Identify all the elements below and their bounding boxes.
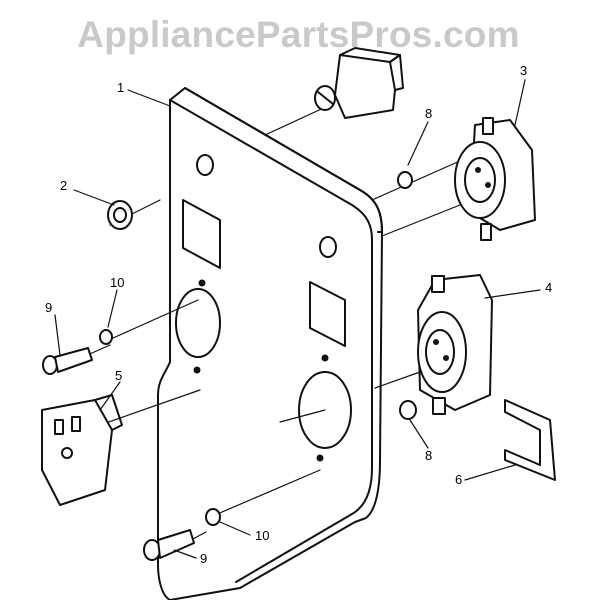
callout-8-bottom: 8	[425, 448, 432, 463]
washer-part-8-bottom	[399, 400, 417, 420]
callout-9-bottom: 9	[200, 551, 207, 566]
knob-part-2	[107, 200, 133, 230]
receptacle-part-3	[454, 117, 536, 241]
washer-part-10-bottom	[205, 508, 221, 526]
callout-leaders	[54, 79, 541, 559]
callout-2: 2	[60, 178, 67, 193]
callout-6: 6	[455, 472, 462, 487]
breaker-part	[314, 47, 404, 119]
callout-1: 1	[117, 80, 124, 95]
callout-10-bottom: 10	[255, 528, 269, 543]
receptacle-part-4	[417, 274, 493, 415]
callout-4: 4	[545, 280, 552, 295]
callout-8-top: 8	[425, 106, 432, 121]
washer-part-8-top	[397, 171, 413, 189]
washer-part-10-top	[99, 329, 113, 345]
screw-part-9-bottom	[143, 529, 195, 561]
bracket-part-6	[504, 399, 556, 481]
callout-10-top: 10	[110, 275, 124, 290]
outlet-part-5	[41, 394, 123, 506]
callout-5: 5	[115, 368, 122, 383]
control-panel	[157, 87, 383, 600]
watermark: AppliancePartsPros.com	[77, 14, 520, 55]
callout-9-top: 9	[45, 300, 52, 315]
screw-part-9-top	[42, 347, 93, 375]
callout-3: 3	[520, 63, 527, 78]
